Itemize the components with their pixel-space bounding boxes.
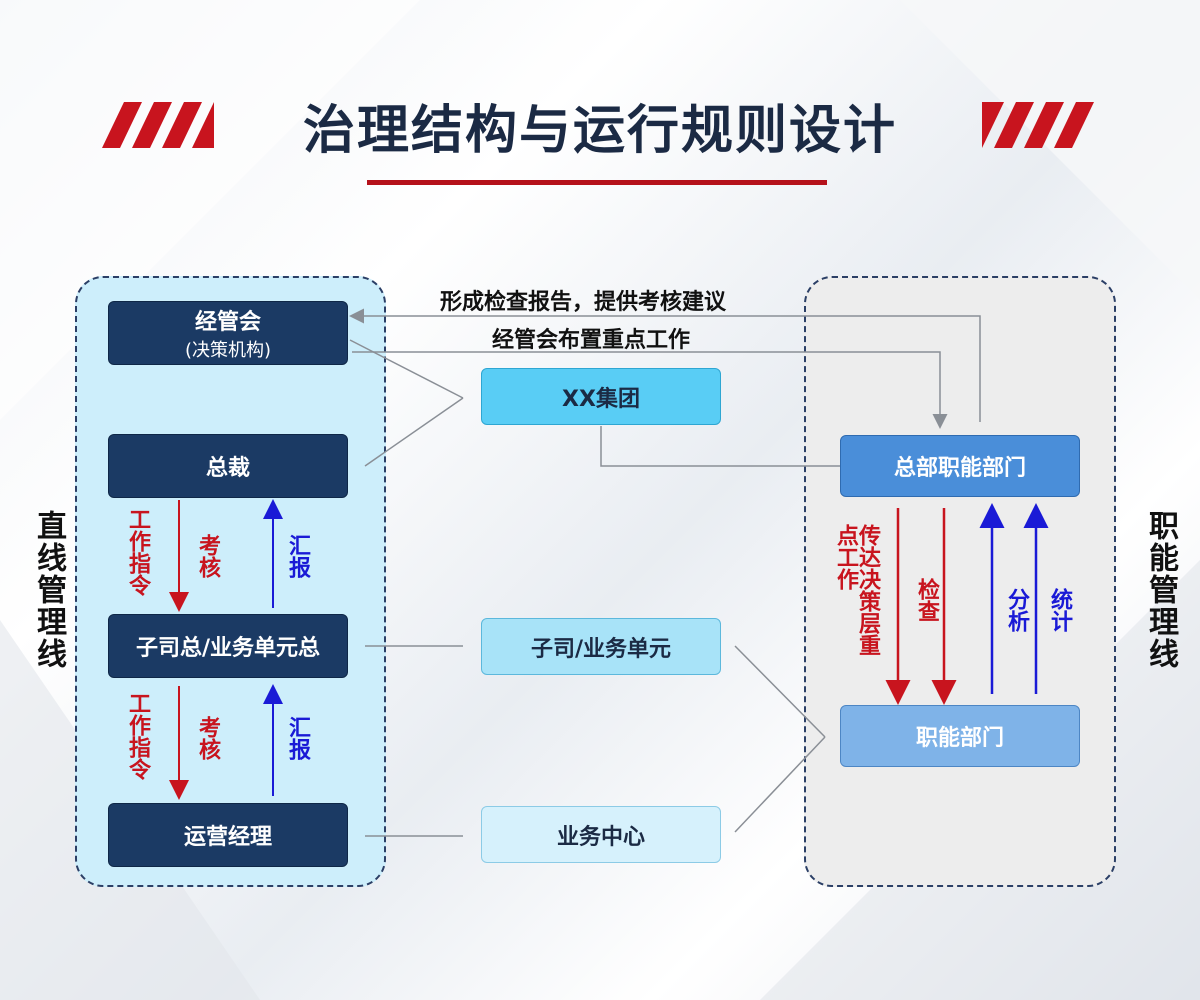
lower-assess-label: 考核 xyxy=(195,716,220,760)
committee-label: 经管会 xyxy=(194,310,261,335)
right-stripes-decoration xyxy=(982,102,1094,148)
lower-work-instruction-label: 工作指令 xyxy=(125,692,150,780)
president-box: 总裁 xyxy=(108,434,348,498)
line-management-label: 直线管理线 xyxy=(31,510,66,670)
ops-manager-box: 运营经理 xyxy=(108,803,348,867)
inspect-label: 检查 xyxy=(914,578,939,622)
subsidiary-box: 子司/业务单元 xyxy=(481,618,721,675)
upper-assess-label: 考核 xyxy=(195,534,220,578)
functional-management-panel xyxy=(804,276,1116,887)
committee-box: 经管会 (决策机构) xyxy=(108,301,348,365)
report-flow-label: 形成检查报告，提供考核建议 xyxy=(440,290,727,315)
hq-function-box: 总部职能部门 xyxy=(840,435,1080,497)
line-management-panel xyxy=(75,276,386,887)
lower-report-label: 汇报 xyxy=(285,716,310,760)
convey-decision-label: 传达决策层重点工作 xyxy=(833,524,880,656)
functional-management-label: 职能管理线 xyxy=(1143,510,1178,670)
committee-sub-label: (决策机构) xyxy=(184,340,272,361)
deploy-flow-label: 经管会布置重点工作 xyxy=(492,328,691,353)
left-stripes-decoration xyxy=(102,102,214,148)
statistics-label: 统计 xyxy=(1047,588,1072,632)
function-dept-box: 职能部门 xyxy=(840,705,1080,767)
group-box: XX集团 xyxy=(481,368,721,425)
upper-report-label: 汇报 xyxy=(285,534,310,578)
analyze-label: 分析 xyxy=(1004,588,1029,632)
page-title: 治理结构与运行规则设计 xyxy=(302,101,897,161)
subsidiary-head-box: 子司总/业务单元总 xyxy=(108,614,348,678)
business-center-box: 业务中心 xyxy=(481,806,721,863)
title-underline xyxy=(367,180,827,185)
upper-work-instruction-label: 工作指令 xyxy=(125,508,150,596)
